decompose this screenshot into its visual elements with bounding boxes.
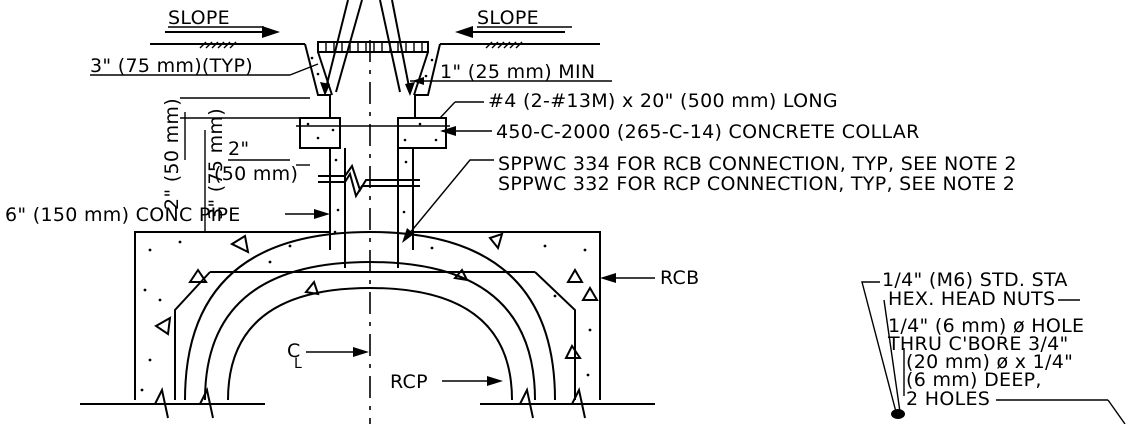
label-dim-2in: 2" (228, 138, 249, 160)
earth-hatch-left (199, 41, 237, 49)
arrowhead-rcp (487, 376, 503, 386)
collar-group (296, 117, 450, 268)
concrete-stipple (306, 56, 438, 238)
detail-callout (861, 281, 1126, 425)
rcb-box (134, 231, 601, 400)
leader-top-3 (379, 0, 401, 93)
grate-bars (325, 42, 423, 52)
leader-rebar-2 (439, 101, 456, 119)
label-slope-right: SLOPE (477, 7, 539, 29)
detail-line-6: (6 mm) DEEP, (906, 369, 1042, 391)
arrowhead-top-4 (405, 82, 415, 96)
leader-sppwc (403, 159, 494, 241)
leader-typ-spacing (289, 63, 319, 76)
arrowhead-sppwc (402, 228, 414, 243)
earth-hatch-right (485, 41, 523, 49)
surface-group (150, 0, 600, 118)
label-centerline-c: C (287, 340, 301, 362)
grate (317, 41, 429, 53)
slope-arrowhead-left (262, 26, 280, 38)
detail-line-1: 1/4" (M6) STD. STA (882, 269, 1068, 291)
inlet-wall-left (304, 43, 331, 118)
rcb-right-top (413, 231, 601, 400)
rcb-inner-left (174, 271, 211, 400)
label-slope-left: SLOPE (168, 7, 230, 29)
label-centerline-l: L (294, 356, 302, 372)
label-sppwc-rcp: SPPWC 332 FOR RCP CONNECTION, TYP, SEE N… (498, 173, 1015, 195)
aggregate-tri-1 (229, 234, 250, 254)
detail-leader-main (861, 281, 897, 413)
label-rcp: RCP (390, 371, 428, 393)
arrowhead-collar (440, 126, 456, 136)
label-conc-pipe: 6" (150 mm) CONC PIPE (5, 204, 241, 226)
inlet-inner-right (413, 51, 429, 96)
aggregate-tri-2 (488, 232, 504, 251)
label-dim-50mm: (50 mm) (214, 163, 298, 185)
slope-arrowhead-right (455, 26, 473, 38)
arrowhead-min-clear (412, 77, 424, 85)
aggregate-tri-3 (188, 268, 208, 283)
aggregate-tri-9 (453, 268, 469, 282)
detail-line-2: HEX. HEAD NUTS (888, 288, 1055, 310)
arrowhead-conc-pipe (314, 209, 330, 219)
label-typ-spacing: 3" (75 mm)(TYP) (90, 55, 253, 77)
rcb-left-top (134, 231, 330, 400)
collar-right (397, 117, 447, 149)
label-rebar: #4 (2-#13M) x 20" (500 mm) LONG (488, 90, 838, 112)
label-vert-2in-50mm: 2" (50 mm) (161, 98, 183, 210)
aggregate-tri-7 (154, 316, 172, 336)
label-vert-3in-75mm: 3" (75 mm) (205, 108, 227, 220)
rcp-outer (184, 230, 556, 401)
label-sppwc-rcb: SPPWC 334 FOR RCB CONNECTION, TYP, SEE N… (498, 153, 1017, 175)
leader-top-1 (324, 0, 349, 93)
aggregate-tri-4 (566, 268, 584, 283)
leader-top-4 (391, 0, 411, 93)
arrowhead-top-1 (320, 82, 330, 96)
break-mark-riser-2 (318, 171, 420, 199)
label-collar: 450-C-2000 (265-C-14) CONCRETE COLLAR (496, 121, 920, 143)
arrowhead-rcb (600, 273, 616, 283)
detail-bolt-head (891, 409, 905, 419)
detail-leader-2 (883, 299, 901, 413)
collar-left (299, 117, 341, 149)
inlet-inner-left (317, 51, 333, 96)
aggregate-tri-6 (564, 344, 582, 359)
label-rcb: RCB (660, 267, 699, 289)
detail-line-5: (20 mm) ø x 1/4" (906, 351, 1073, 373)
detail-line-4: THRU C'BORE 3/4" (887, 333, 1069, 355)
inlet-wall-right (414, 43, 441, 118)
detail-line-3: 1/4" (6 mm) ø HOLE (888, 315, 1084, 337)
aggregate-tri-5 (581, 286, 599, 301)
rcb-inner-right (534, 271, 576, 400)
break-mark-riser (318, 163, 420, 193)
rcp-inner (227, 286, 513, 401)
detail-leader-holes-2 (1107, 399, 1126, 425)
leader-top-2 (335, 0, 363, 93)
bottom-break-lines (80, 387, 655, 419)
arrowhead-centerline (353, 347, 369, 357)
detail-line-7: 2 HOLES (906, 388, 990, 410)
label-min-clear: 1" (25 mm) MIN (440, 61, 595, 83)
